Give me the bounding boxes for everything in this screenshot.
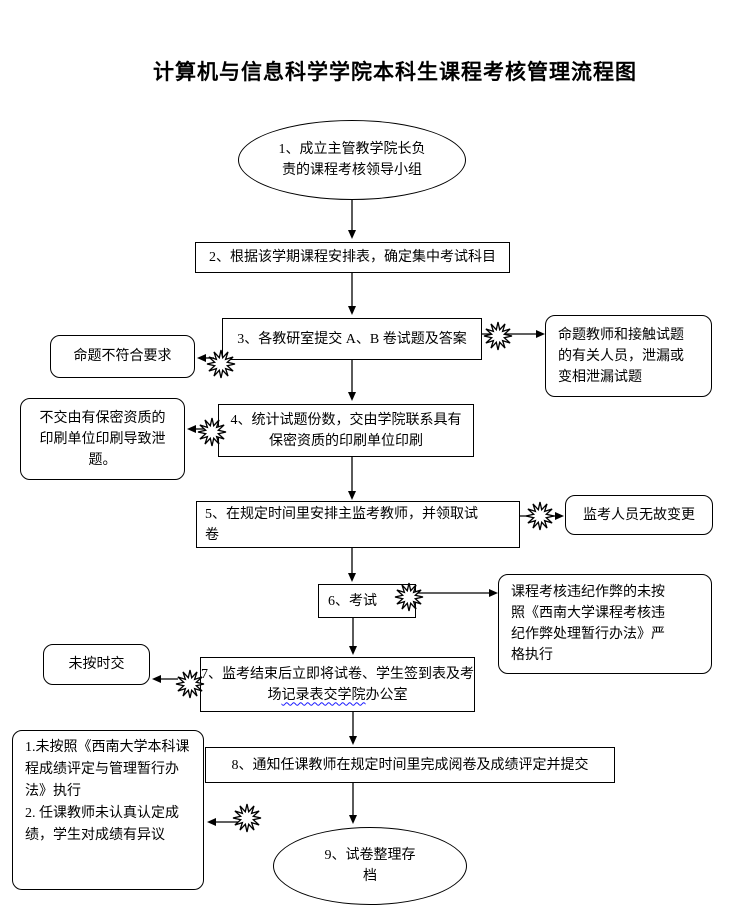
burst-icon: [232, 803, 262, 833]
flow-step-1-label: 1、成立主管教学院长负责的课程考核领导小组: [278, 142, 426, 178]
flow-step-7-label: 7、监考结束后立即将试卷、学生签到表及考场记录表交学院办公室: [201, 666, 474, 703]
flow-step-7-box: 7、监考结束后立即将试卷、学生签到表及考场记录表交学院办公室: [200, 657, 475, 712]
page-title: 计算机与信息科学学院本科生课程考核管理流程图: [153, 60, 637, 84]
note-cheating-label: 课程考核违纪作弊的未按照《西南大学课程考核违纪作弊处理暂行办法》严格执行: [511, 585, 665, 663]
flow-step-9-terminator: 9、试卷整理存档: [273, 827, 467, 905]
note-proposition-fail-label: 命题不符合要求: [73, 349, 172, 364]
flow-step-1-terminator: 1、成立主管教学院长负责的课程考核领导小组: [238, 120, 466, 200]
flow-step-9-label: 9、试卷整理存档: [324, 848, 416, 884]
flow-step-5-label: 5、在规定时间里安排主监考教师，并领取试卷: [205, 506, 478, 543]
burst-icon: [175, 669, 205, 699]
note-invigilator-change: 监考人员无故变更: [565, 495, 713, 535]
note-print-leak: 不交由有保密资质的印刷单位印刷导致泄题。: [20, 398, 185, 480]
flow-step-5-box: 5、在规定时间里安排主监考教师，并领取试卷: [196, 501, 520, 548]
burst-icon: [197, 417, 227, 447]
flow-step-8-label: 8、通知任课教师在规定时间里完成阅卷及成绩评定并提交: [231, 757, 589, 773]
flow-step-4-box: 4、统计试题份数，交由学院联系具有保密资质的印刷单位印刷: [218, 404, 474, 457]
flow-step-3-label: 3、各教研室提交 A、B 卷试题及答案: [237, 331, 467, 347]
burst-icon: [206, 349, 236, 379]
flow-step-2-box: 2、根据该学期课程安排表，确定集中考试科目: [195, 242, 510, 273]
spellcheck-squiggle-text: 记录表交学院: [281, 687, 366, 703]
note-grading-rules: 1.未按照《西南大学本科课程成绩评定与管理暂行办法》执行 2. 任课教师未认真认…: [12, 730, 204, 890]
note-grading-line2: 2. 任课教师未认真认定成绩，学生对成绩有异议: [25, 806, 179, 843]
note-leak: 命题教师和接触试题的有关人员，泄漏或变相泄漏试题: [545, 315, 712, 397]
burst-icon: [483, 321, 513, 351]
flow-step-4-label: 4、统计试题份数，交由学院联系具有保密资质的印刷单位印刷: [230, 412, 462, 449]
note-invigilator-change-label: 监考人员无故变更: [583, 507, 695, 523]
note-cheating: 课程考核违纪作弊的未按照《西南大学课程考核违纪作弊处理暂行办法》严格执行: [498, 574, 712, 674]
note-proposition-fail: 命题不符合要求: [50, 335, 195, 378]
burst-icon: [394, 582, 424, 612]
note-late-submission-label: 未按时交: [68, 657, 125, 672]
flow-step-3-box: 3、各教研室提交 A、B 卷试题及答案: [222, 318, 482, 360]
burst-icon: [525, 501, 555, 531]
note-late-submission: 未按时交: [43, 644, 150, 685]
note-grading-rules-text: 1.未按照《西南大学本科课程成绩评定与管理暂行办法》执行 2. 任课教师未认真认…: [25, 737, 191, 847]
note-leak-label: 命题教师和接触试题的有关人员，泄漏或变相泄漏试题: [558, 327, 684, 385]
note-print-leak-label: 不交由有保密资质的印刷单位印刷导致泄题。: [39, 410, 166, 468]
flow-step-2-label: 2、根据该学期课程安排表，确定集中考试科目: [209, 250, 496, 265]
flow-step-6-label: 6、考试: [328, 593, 377, 609]
flow-step-8-box: 8、通知任课教师在规定时间里完成阅卷及成绩评定并提交: [205, 747, 615, 783]
note-grading-line1: 1.未按照《西南大学本科课程成绩评定与管理暂行办法》执行: [25, 740, 190, 799]
